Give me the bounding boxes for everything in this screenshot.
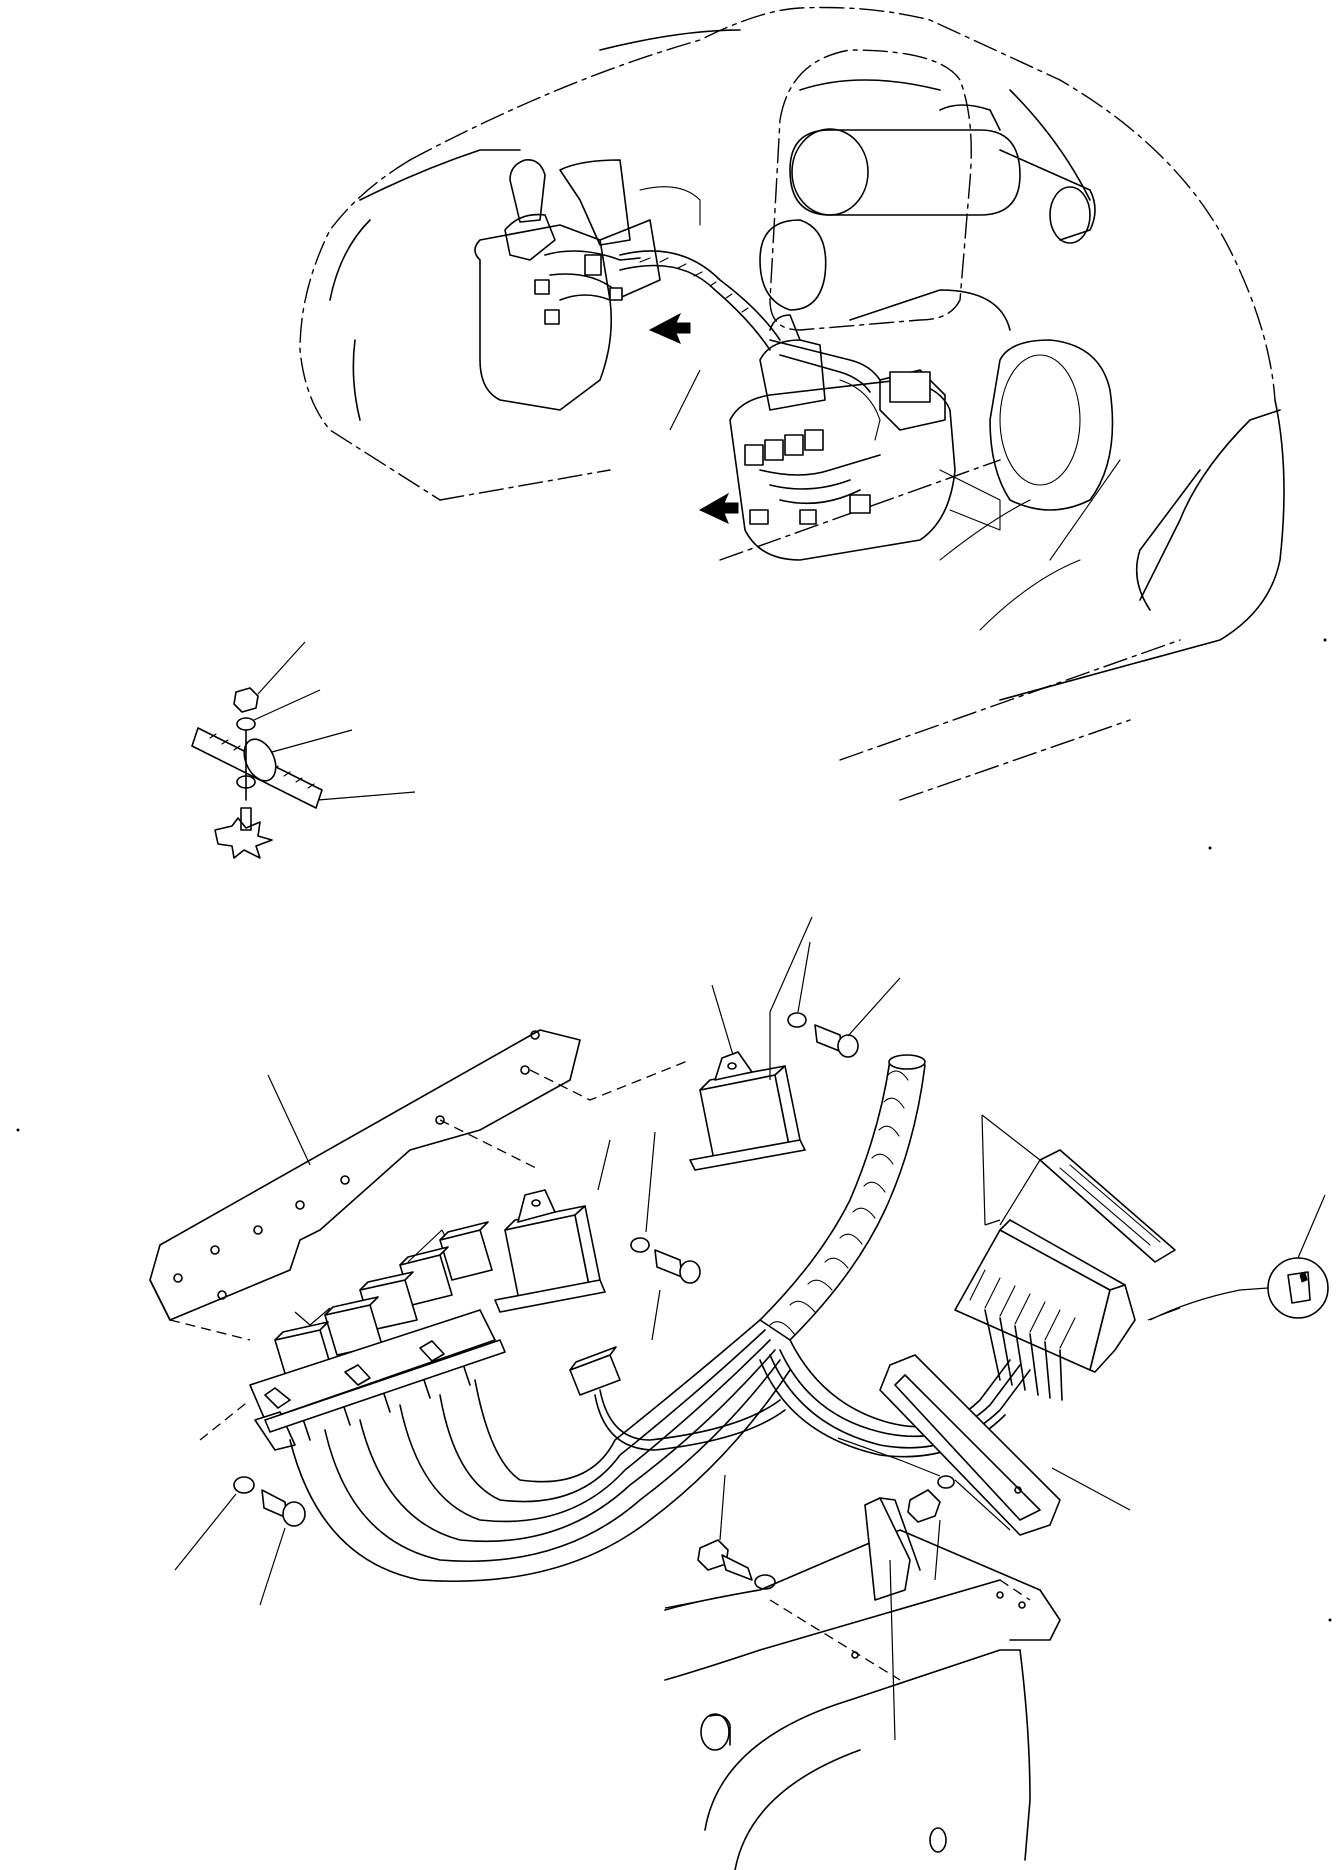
clamp-detail bbox=[191, 641, 416, 859]
small-relays bbox=[249, 1221, 506, 1451]
relay-panel-assembly bbox=[149, 916, 1329, 1870]
vehicle-cab-overview bbox=[299, 6, 1285, 801]
scan-specks bbox=[16, 638, 1332, 1622]
